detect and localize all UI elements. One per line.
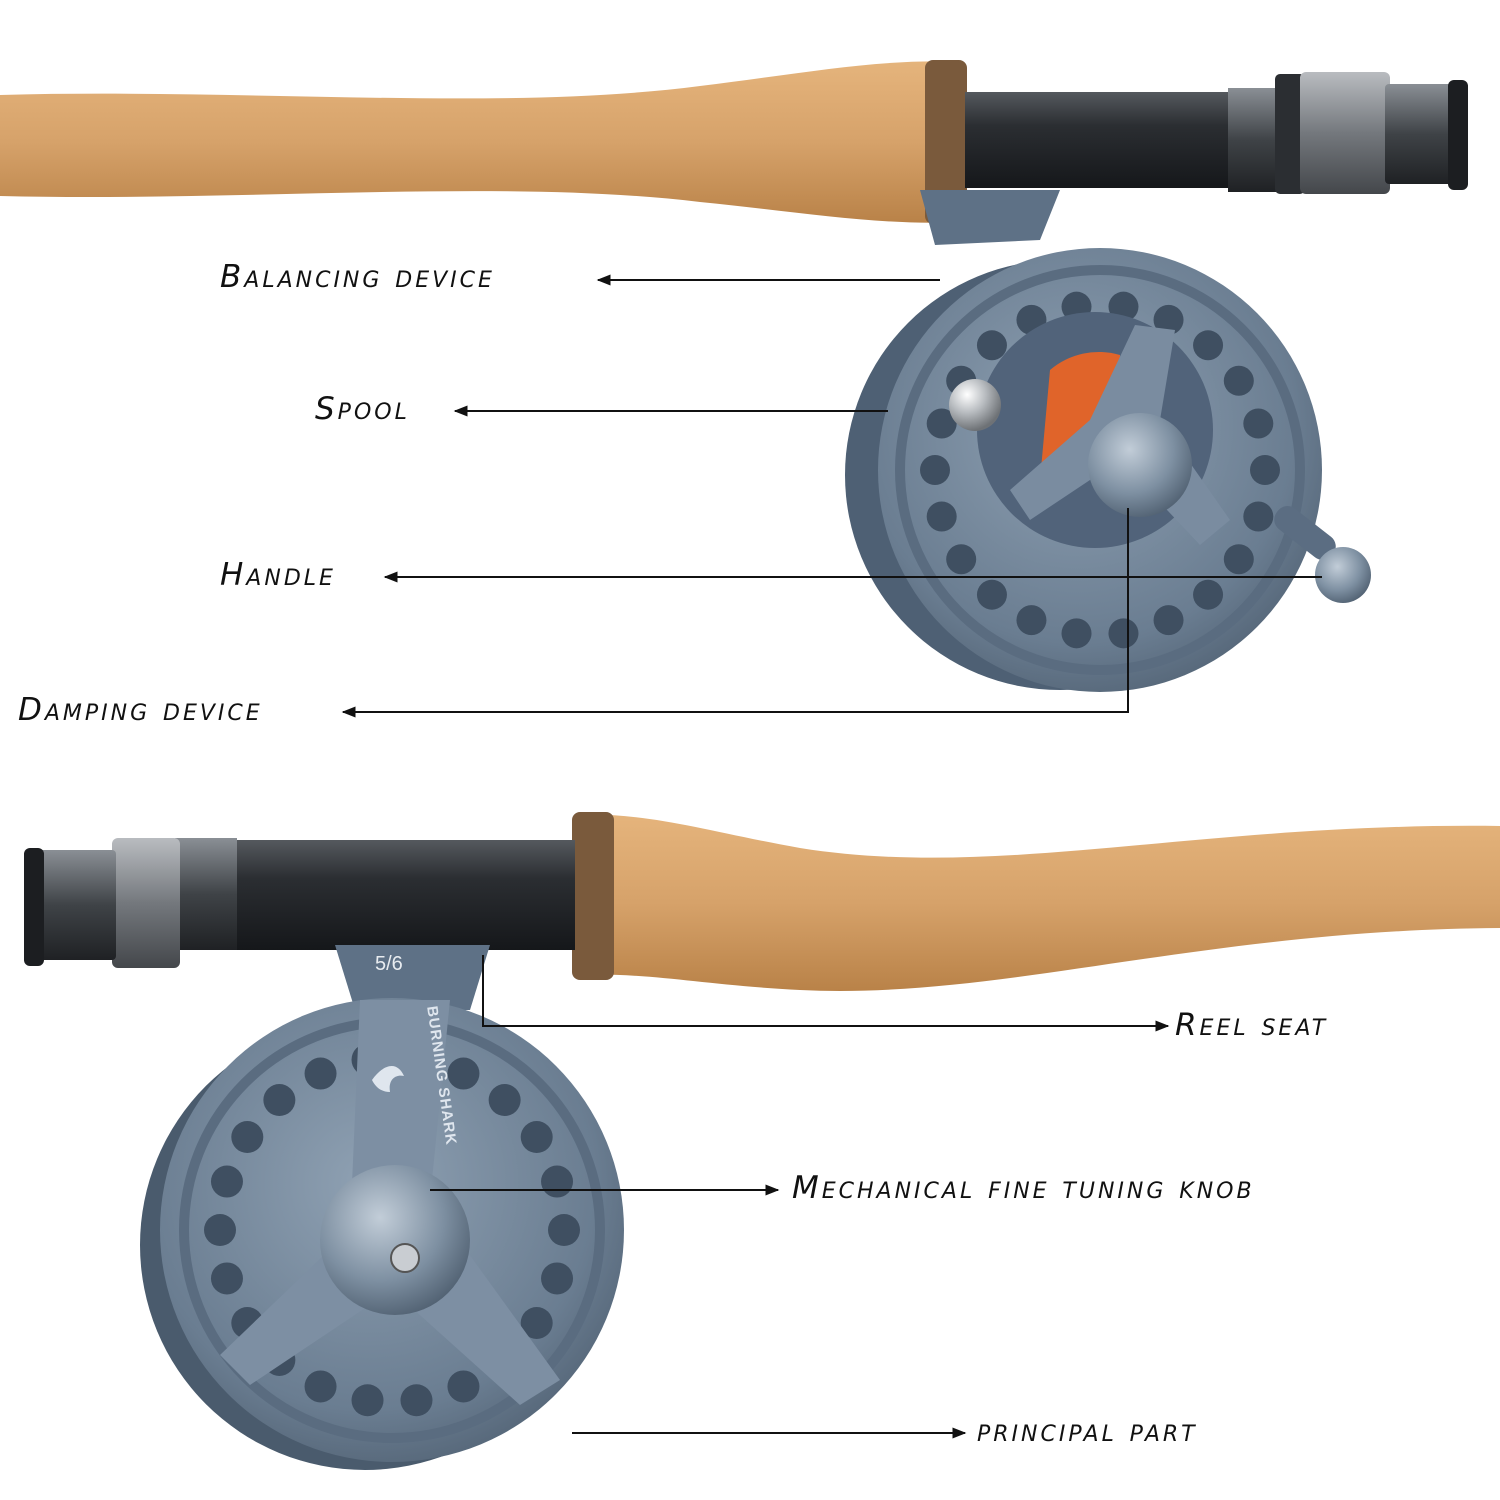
reel-port	[204, 1214, 236, 1246]
reel-port	[1016, 605, 1047, 636]
reel-port	[1243, 408, 1274, 439]
top-knurled-nut	[1300, 72, 1390, 194]
reel-port	[926, 408, 957, 439]
reel-seat-arrow	[482, 955, 1170, 1032]
reel-port	[976, 330, 1007, 361]
bottom-cork-end-ring	[572, 812, 614, 980]
reel-port	[926, 501, 957, 532]
bottom-reel-foot	[335, 945, 490, 1010]
top-reel-rim	[895, 265, 1305, 675]
damping-device-label: Damping device	[18, 692, 263, 728]
reel-port	[1250, 455, 1280, 485]
top-counterbalance-ball	[949, 379, 1001, 431]
reel-port	[976, 579, 1007, 610]
reel-port	[541, 1262, 574, 1295]
reel-port	[1223, 365, 1254, 396]
top-butt-thread	[1385, 84, 1455, 184]
bottom-rod	[24, 812, 1500, 991]
spool-label: Spool	[315, 391, 410, 427]
reel-port	[210, 1262, 243, 1295]
reel-port	[548, 1214, 580, 1246]
reel-port	[1223, 544, 1254, 575]
line-weight-label: 5/6	[375, 953, 403, 975]
reel-port	[447, 1370, 480, 1403]
reel-port	[946, 544, 977, 575]
reel-port	[920, 455, 950, 485]
top-reel-ports	[920, 291, 1280, 649]
reel-port	[304, 1370, 337, 1403]
bottom-knurled-nut	[112, 838, 180, 968]
reel-seat-label: Reel seat	[1175, 1007, 1329, 1043]
top-reel-foot	[920, 190, 1060, 245]
reel-port	[520, 1121, 553, 1154]
reel-port	[1193, 579, 1224, 610]
bottom-cork-grip	[575, 814, 1500, 991]
top-cork-grip	[0, 61, 960, 223]
reel-port	[263, 1084, 296, 1117]
reel-port	[488, 1084, 521, 1117]
shark-logo-icon	[372, 1065, 404, 1092]
reel-port	[1243, 501, 1274, 532]
principal-part-label: principal part	[977, 1413, 1198, 1449]
reel-port	[231, 1121, 264, 1154]
reel-port	[351, 1384, 384, 1417]
reel-port	[1153, 304, 1184, 335]
top-handle-knob	[1315, 547, 1371, 603]
reel-port	[400, 1384, 433, 1417]
bottom-reel	[140, 945, 624, 1470]
reel-port	[447, 1057, 480, 1090]
top-cork-end-ring	[925, 60, 967, 224]
reel-port	[541, 1165, 574, 1198]
bottom-reel-seat-barrel	[235, 840, 575, 950]
reel-port	[520, 1306, 553, 1339]
top-rod	[0, 60, 1468, 224]
fine-tuning-knob-label: Mechanical fine tuning knob	[792, 1170, 1255, 1206]
bottom-butt-cap	[24, 848, 44, 966]
balancing-device-label: Balancing device	[220, 259, 495, 295]
top-butt-cap	[1448, 80, 1468, 190]
top-handle-arm	[1274, 506, 1336, 560]
reel-port	[1193, 330, 1224, 361]
callout-lines	[341, 274, 1322, 1439]
reel-port	[1108, 618, 1139, 649]
bottom-butt-thread	[36, 850, 116, 960]
damping-device-arrow	[341, 508, 1129, 718]
bottom-seat-thread	[175, 838, 237, 950]
reel-port	[1153, 605, 1184, 636]
top-reel-seat-barrel	[965, 92, 1230, 188]
reel-port	[210, 1165, 243, 1198]
top-lock-ring	[1275, 74, 1305, 194]
bottom-fine-tuning-knob	[320, 1165, 470, 1315]
top-drag-knob	[1088, 413, 1192, 517]
reel-port	[304, 1057, 337, 1090]
reel-port	[1061, 618, 1092, 649]
top-seat-thread	[1228, 88, 1278, 192]
handle-label: Handle	[220, 557, 336, 593]
bottom-knob-screw	[390, 1243, 420, 1273]
top-reel	[845, 190, 1371, 692]
